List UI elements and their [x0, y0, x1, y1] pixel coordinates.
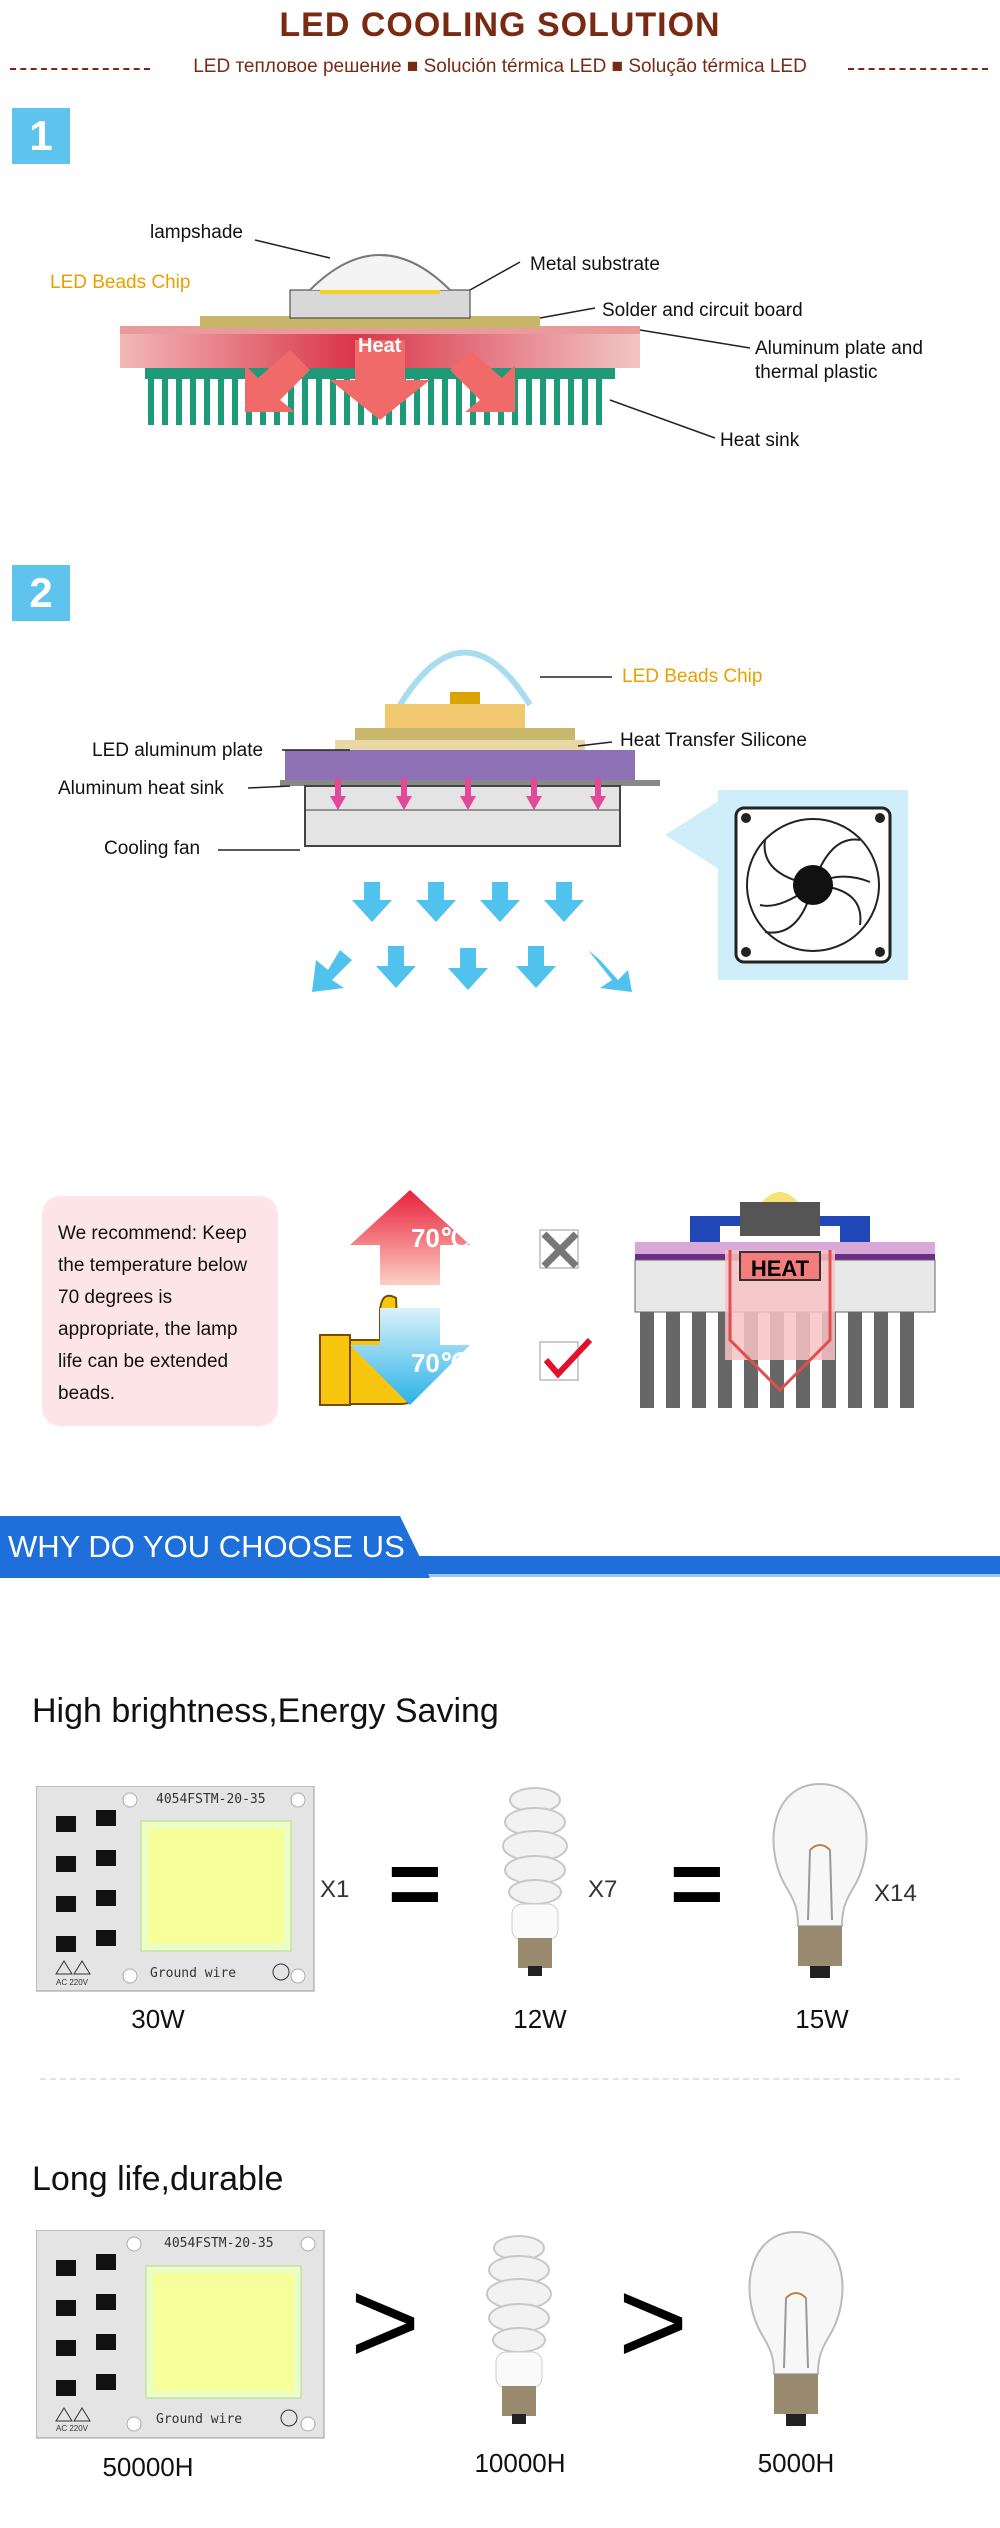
hot-arrow-up [350, 1190, 470, 1285]
ground-wire-text-2: Ground wire [156, 2412, 243, 2427]
label-thermal-plastic: thermal plastic [755, 362, 878, 383]
label-heat-transfer-silicone: Heat Transfer Silicone [620, 730, 807, 751]
label-led-aluminum-plate: LED aluminum plate [92, 740, 264, 761]
label-aluminum-heat-sink: Aluminum heat sink [58, 778, 224, 799]
cool-arrow-down [350, 1308, 470, 1405]
cooling-diagram-1 [120, 239, 751, 439]
cob-chip-30w [36, 1786, 315, 1992]
label-lampshade: lampshade [150, 222, 243, 243]
light-dome [397, 649, 533, 707]
fan-hub [793, 865, 833, 905]
heat-down-arrows [330, 796, 606, 810]
cool-temp-label: 70℃ [410, 1348, 470, 1378]
section-divider [40, 2078, 960, 2080]
chip-model-text: 4054FSTM-20-35 [156, 1792, 266, 1807]
thermal-plastic [120, 326, 640, 334]
subtitle-row: LED тепловое решение ■ Solución térmica … [0, 56, 1000, 82]
page-title: LED COOLING SOLUTION [279, 6, 721, 44]
label-led-beads-chip: LED Beads Chip [50, 272, 191, 293]
label-solder-board: Solder and circuit board [602, 300, 803, 321]
section-banner: WHY DO YOU CHOOSE US [0, 1516, 430, 1578]
heat-sink-illustration [634, 1192, 936, 1408]
multiplier-x7: X7 [588, 1876, 618, 1903]
heat-transfer-silicone [335, 740, 585, 750]
ac-voltage-text: AC 220V [56, 1978, 89, 1987]
temperature-diagram [319, 1190, 936, 1408]
step-number-1: 1 [12, 108, 70, 164]
led-bead [450, 692, 480, 704]
label-aluminum-plate: Aluminum plate and [755, 338, 923, 359]
section-title-brightness: High brightness,Energy Saving [32, 1692, 499, 1730]
power-label-12w: 12W [513, 2004, 567, 2034]
banner-underline [0, 1574, 1000, 1577]
cfl-bulb-10000h [486, 2235, 552, 2424]
fan-callout-pointer [665, 800, 720, 870]
heat-label: HEAT [750, 1256, 810, 1281]
led-aluminum-plate [355, 728, 575, 742]
equals-sign-1: = [388, 1833, 442, 1935]
metal-substrate [289, 289, 471, 319]
hot-temp-label: 70℃ [410, 1223, 470, 1253]
incandescent-bulb-15w [772, 1782, 868, 1978]
leader-lines-2 [218, 676, 613, 851]
equals-sign-2: = [670, 1833, 724, 1935]
lifespan-label-50000h: 50000H [102, 2452, 194, 2482]
heat-arrows [245, 340, 515, 420]
multiplier-x14: X14 [874, 1880, 917, 1907]
power-label-15w: 15W [795, 2004, 849, 2034]
lifespan-label-5000h: 5000H [757, 2448, 835, 2478]
check-icon [539, 1337, 593, 1381]
heat-text: Heat [358, 335, 402, 357]
label-led-beads-chip-2: LED Beads Chip [622, 666, 763, 687]
subtitle: LED тепловое решение ■ Solución térmica … [193, 56, 807, 77]
incandescent-bulb-5000h [748, 2230, 844, 2426]
lifespan-label-10000h: 10000H [474, 2448, 566, 2478]
power-label-30w: 30W [131, 2004, 185, 2034]
greater-than-2: > [618, 2255, 689, 2389]
label-cooling-fan: Cooling fan [104, 838, 201, 859]
recommendation-box: We recommend: Keep the temperature below… [42, 1196, 278, 1426]
dash-right [848, 68, 988, 70]
circuit-board [200, 316, 540, 328]
step-number-2: 2 [12, 565, 70, 621]
multiplier-x1: X1 [320, 1876, 350, 1903]
cfl-bulb-12w [502, 1787, 568, 1976]
ac-voltage-text-2: AC 220V [56, 2424, 89, 2433]
leader-lines [254, 239, 751, 439]
dash-left [10, 68, 150, 70]
cross-icon [539, 1229, 579, 1269]
ground-wire-text: Ground wire [150, 1966, 237, 1981]
greater-than-1: > [350, 2255, 421, 2389]
cooling-fan-housing [304, 785, 621, 847]
label-heat-sink: Heat sink [720, 430, 800, 451]
cob-chip-50000h [36, 2230, 325, 2439]
cooling-diagram-2 [218, 649, 908, 992]
chip-model-text-2: 4054FSTM-20-35 [164, 2236, 274, 2251]
led-chip-body [385, 704, 525, 730]
lampshade-dome [309, 254, 451, 291]
section-title-life: Long life,durable [32, 2160, 284, 2198]
label-metal-substrate: Metal substrate [530, 254, 660, 275]
fan-ring [746, 818, 880, 952]
aluminum-heat-sink [285, 750, 635, 782]
airflow-arrows [312, 882, 632, 992]
